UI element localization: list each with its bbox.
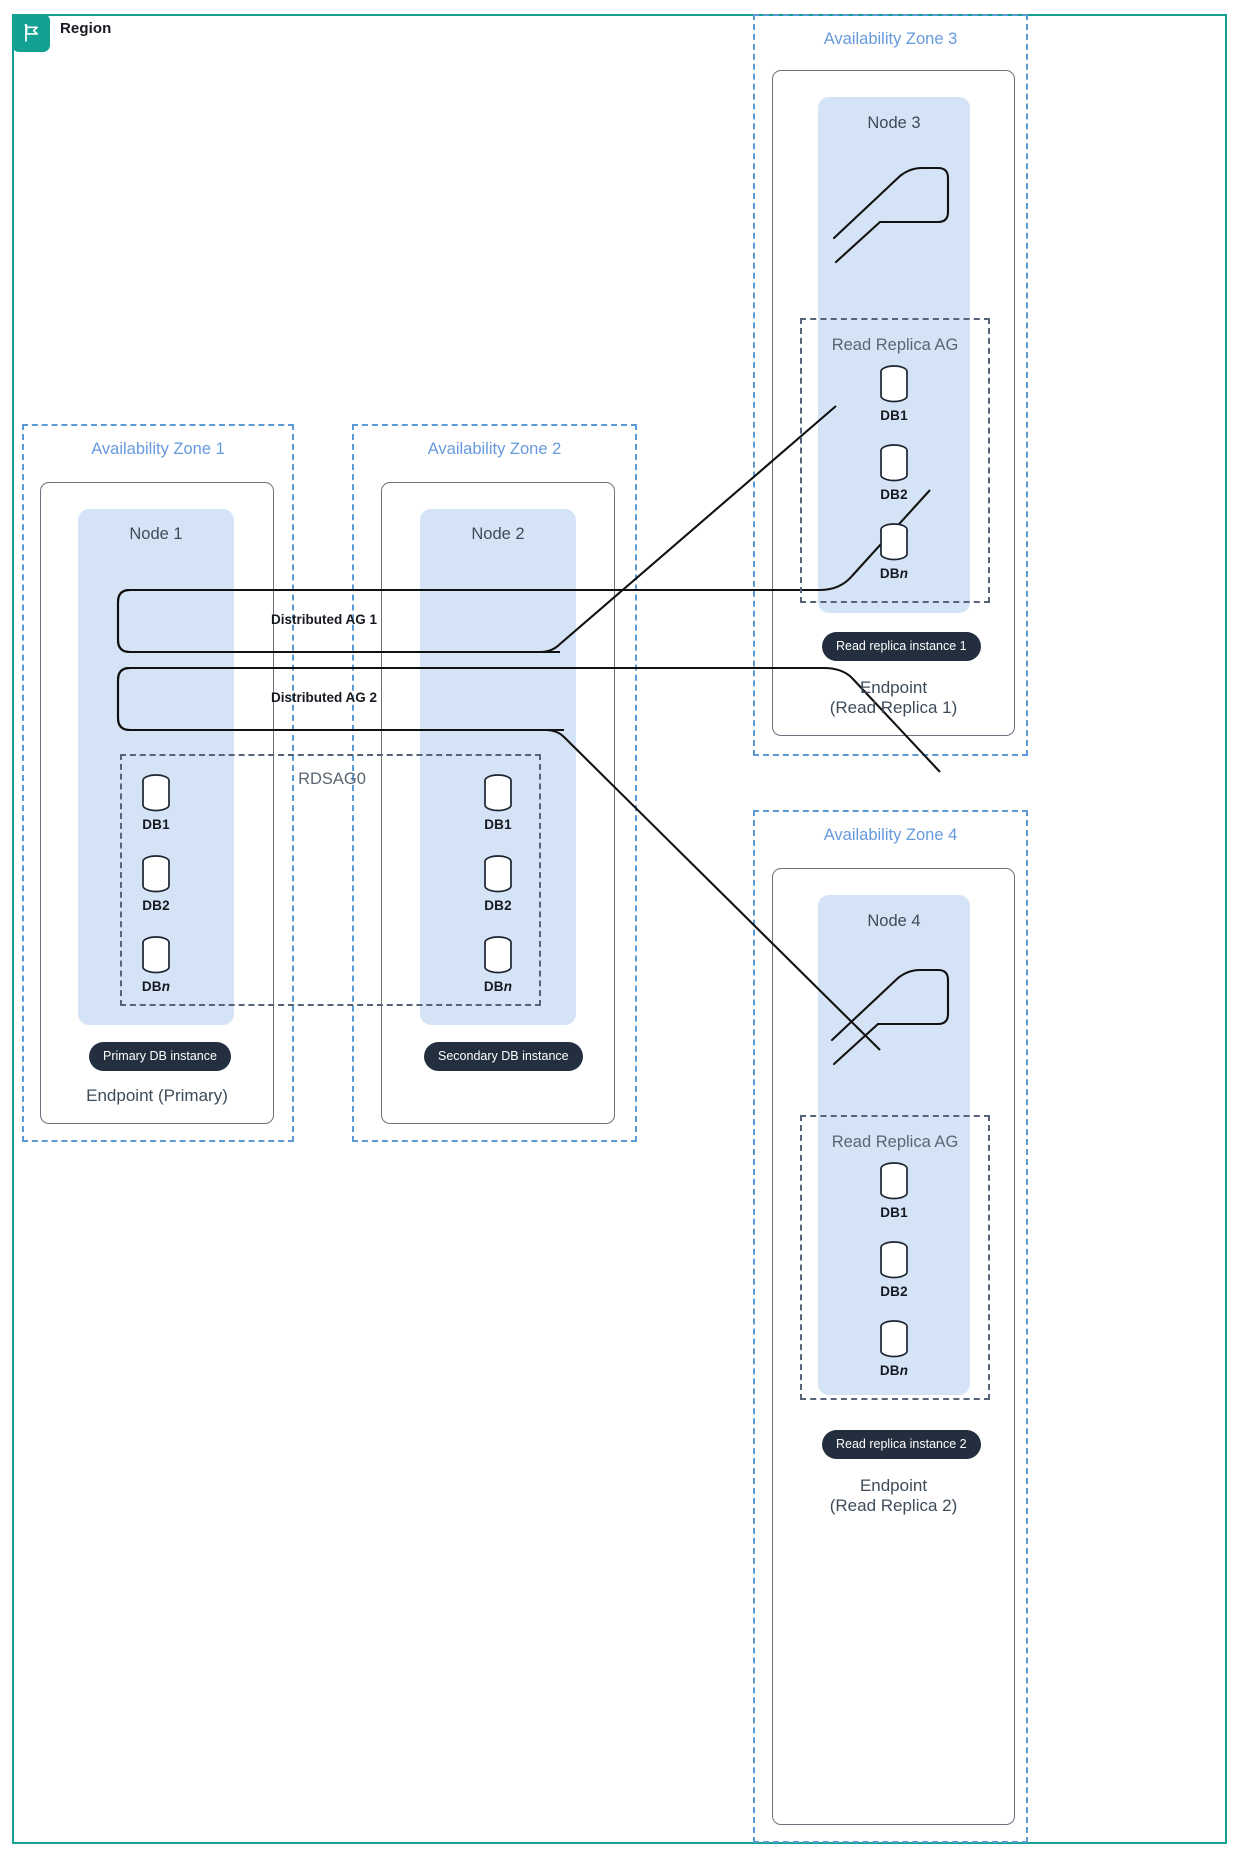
database-icon: [880, 1320, 908, 1358]
database-icon: [880, 1241, 908, 1279]
database-icon: [484, 936, 512, 974]
read-replica-ag-1-group: Read Replica AG: [800, 318, 990, 603]
node-4-title: Node 4: [867, 912, 921, 930]
region-title: Region: [60, 20, 112, 37]
endpoint-rr1-line2: (Read Replica 1): [829, 698, 958, 718]
az1-label: Availability Zone 1: [91, 440, 225, 458]
az1-db-2-label: DB2: [142, 898, 170, 913]
database-icon: [880, 444, 908, 482]
az1-db-1-label: DB1: [142, 817, 170, 832]
az2-db-2: DB2: [468, 853, 528, 913]
read-replica-instance-1-badge[interactable]: Read replica instance 1: [822, 632, 981, 661]
node-4-container: [772, 868, 1015, 1825]
database-icon: [142, 774, 170, 812]
az3-db-n-label: DBn: [879, 566, 909, 581]
az4-db-n: DBn: [864, 1318, 924, 1378]
az3-db-2-label: DB2: [880, 487, 908, 502]
az1-db-n: DBn: [126, 934, 186, 994]
az3-db-n: DBn: [864, 521, 924, 581]
az1-db-2: DB2: [126, 853, 186, 913]
database-icon: [484, 774, 512, 812]
read-replica-ag-2-group: Read Replica AG: [800, 1115, 990, 1400]
read-replica-ag-2-label: Read Replica AG: [831, 1133, 959, 1151]
az1-db-n-label: DBn: [141, 979, 171, 994]
read-replica-ag-1-label: Read Replica AG: [831, 336, 959, 354]
distributed-ag-2-label: Distributed AG 2: [271, 690, 378, 705]
node-3-title: Node 3: [867, 114, 921, 132]
az1-db-1: DB1: [126, 772, 186, 832]
az4-db-1: DB1: [864, 1160, 924, 1220]
az3-db-2: DB2: [864, 442, 924, 502]
endpoint-rr1-line1: Endpoint: [859, 678, 928, 697]
endpoint-primary-label: Endpoint (Primary): [86, 1086, 228, 1105]
az4-db-n-label: DBn: [879, 1363, 909, 1378]
az2-db-1-label: DB1: [484, 817, 512, 832]
database-icon: [880, 523, 908, 561]
database-icon: [142, 855, 170, 893]
endpoint-read-replica-2-label: Endpoint (Read Replica 2): [772, 1476, 1015, 1516]
secondary-db-instance-badge[interactable]: Secondary DB instance: [424, 1042, 583, 1071]
az2-db-2-label: DB2: [484, 898, 512, 913]
az4-db-2-label: DB2: [880, 1284, 908, 1299]
az3-label: Availability Zone 3: [823, 30, 958, 48]
az2-db-1: DB1: [468, 772, 528, 832]
az4-label: Availability Zone 4: [823, 826, 958, 844]
database-icon: [880, 365, 908, 403]
read-replica-instance-2-badge[interactable]: Read replica instance 2: [822, 1430, 981, 1459]
az2-db-n-label: DBn: [483, 979, 513, 994]
region-flag-icon: [12, 14, 50, 52]
region-boundary: [12, 14, 1227, 1844]
az3-db-1: DB1: [864, 363, 924, 423]
endpoint-rr2-line1: Endpoint: [859, 1476, 928, 1495]
node-1-title: Node 1: [129, 525, 183, 543]
rdsag0-group: [120, 754, 541, 1006]
rdsag0-label: RDSAG0: [298, 770, 366, 788]
primary-db-instance-badge[interactable]: Primary DB instance: [89, 1042, 231, 1071]
az2-label: Availability Zone 2: [427, 440, 562, 458]
distributed-ag-1-label: Distributed AG 1: [271, 612, 378, 627]
endpoint-read-replica-1-label: Endpoint (Read Replica 1): [772, 678, 1015, 718]
database-icon: [880, 1162, 908, 1200]
database-icon: [484, 855, 512, 893]
az2-db-n: DBn: [468, 934, 528, 994]
az4-db-1-label: DB1: [880, 1205, 908, 1220]
node-2-title: Node 2: [471, 525, 525, 543]
database-icon: [142, 936, 170, 974]
az3-db-1-label: DB1: [880, 408, 908, 423]
endpoint-rr2-line2: (Read Replica 2): [829, 1496, 958, 1516]
az4-db-2: DB2: [864, 1239, 924, 1299]
